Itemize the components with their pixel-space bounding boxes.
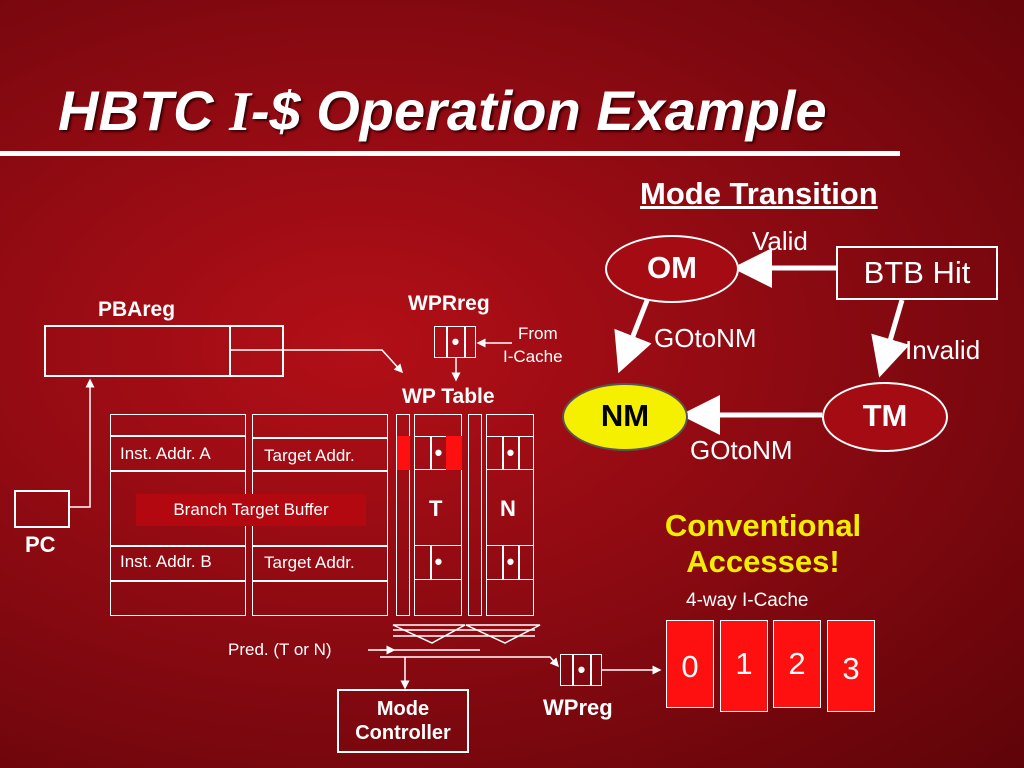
wp-table-t-label: T [429,496,443,521]
wp-table-n-entry-b [486,545,534,580]
wprreg-divider-1 [446,326,448,358]
edge-label-invalid: Invalid [905,335,981,365]
conventional-line2: Accesses! [686,544,840,579]
state-btb-hit: BTB Hit [836,246,998,300]
from-icache-line1: From [518,324,558,343]
wp-table-n-dot-b: • [506,549,515,574]
wp-table-t-entry-a-highlight [446,436,462,470]
mode-controller-line2: Controller [355,722,451,744]
wp-table-n-column [486,414,534,616]
edge-label-goto-nm-left: GOtoNM [654,323,757,353]
btb-row-line [252,437,388,439]
wp-cell-divider [502,545,504,580]
wp-table-n-entry-a [486,436,534,470]
title-underline [0,151,900,156]
wpreg-divider-1 [572,654,574,686]
title-prefix: HBTC [58,79,230,142]
wp-table-t-valid-column [396,414,410,616]
wprreg-label: WPRreg [408,292,490,315]
page-title: HBTC I-$ Operation Example [58,78,827,144]
wprreg-dot: • [451,329,460,354]
state-tm: TM [822,382,948,452]
edge-label-valid: Valid [752,226,808,256]
wp-table-t-entry-b [414,545,462,580]
inst-addr-a: Inst. Addr. A [120,444,211,463]
wp-table-t-valid-highlight [397,436,410,470]
btb-row-line [252,580,388,582]
wpreg-register [560,654,602,686]
pbareg-label: PBAreg [98,298,176,321]
mode-controller-line1: Mode [376,698,430,720]
wpreg-dot: • [577,657,586,682]
wp-table-t-dot-a: • [434,440,443,465]
edge-label-goto-nm-bottom: GOtoNM [690,435,793,465]
mode-transition-heading: Mode Transition [640,176,878,211]
from-icache-line2: I-Cache [503,347,563,366]
wp-cell-divider [430,436,432,470]
wp-table-t-dot-b: • [434,549,443,574]
wp-cell-divider [502,436,504,470]
btb-row-line [110,545,246,547]
icache-way-2: 2 [773,620,821,708]
btb-row-line [252,470,388,472]
wprreg-register [434,326,476,358]
target-addr-2: Target Addr. [264,553,355,572]
btb-row-line [110,435,246,437]
state-om: OM [605,235,739,303]
wp-table-n-label: N [500,496,516,521]
title-italic: I [229,81,251,143]
conventional-line1: Conventional [664,508,862,543]
target-addr-1: Target Addr. [264,446,355,465]
pc-register [14,490,70,528]
wp-table-label: WP Table [402,385,495,408]
wp-table-t-column [414,414,462,616]
icache-way-0: 0 [666,620,714,708]
btb-row-line [110,580,246,582]
conventional-accesses: Conventional Accesses! [638,508,888,580]
btb-label: Branch Target Buffer [136,494,366,526]
wp-table-n-dot-a: • [506,440,515,465]
wprreg-divider-2 [464,326,466,358]
inst-addr-b: Inst. Addr. B [120,552,212,571]
pbareg-register [44,325,284,377]
wp-cell-divider [430,545,432,580]
wp-table-n-valid-column [468,414,482,616]
icache-way-1: 1 [720,620,768,712]
wp-cell-divider [518,436,520,470]
wp-cell-divider [518,545,520,580]
mode-controller-box: Mode Controller [337,689,469,753]
pred-label: Pred. (T or N) [228,640,332,659]
icache-label: 4-way I-Cache [686,590,809,611]
icache-way-3: 3 [827,620,875,712]
btb-row-line [110,470,246,472]
pc-label: PC [25,532,56,557]
pbareg-divider [229,325,231,377]
title-suffix: -$ Operation Example [250,79,827,142]
state-nm: NM [562,383,688,451]
wpreg-divider-2 [590,654,592,686]
wpreg-label: WPreg [543,695,613,720]
btb-row-line [252,545,388,547]
